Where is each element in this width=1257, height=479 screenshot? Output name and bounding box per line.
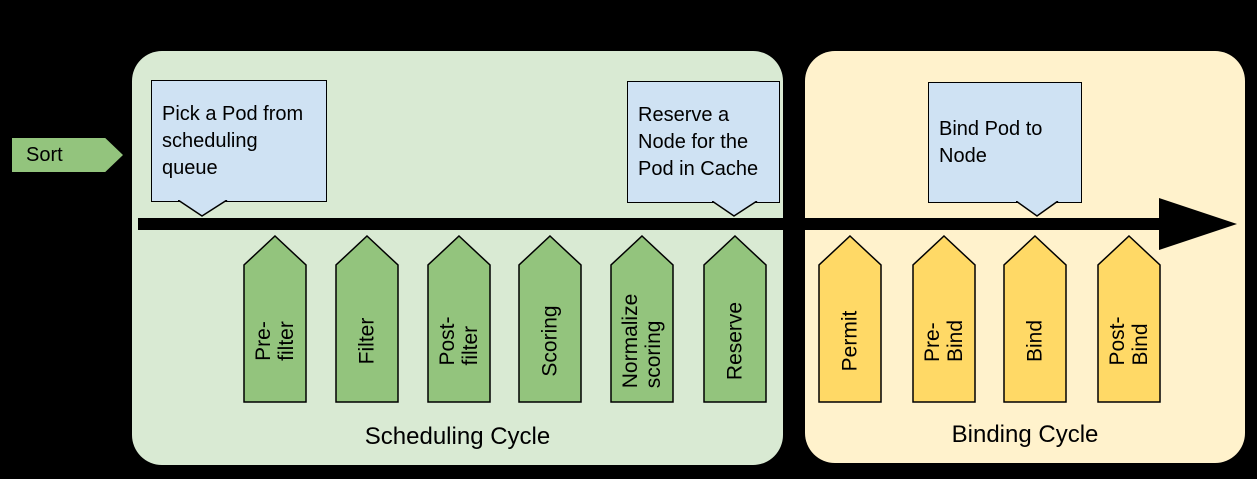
callout-text: Pick a Pod from scheduling queue <box>162 102 304 179</box>
up-arrow-shape-icon <box>1003 235 1067 403</box>
extension-point-normalize-scoring: Normalize scoring <box>610 235 674 403</box>
extension-point-label: Pre-Bind <box>921 319 967 363</box>
callout-reserve-node: Reserve a Node for the Pod in Cache <box>627 81 780 203</box>
extension-point-label: Filter <box>355 317 379 365</box>
extension-point-scoring: Scoring <box>518 235 582 403</box>
timeline-arrow-shaft <box>138 218 1160 230</box>
callout-tail-icon <box>178 200 228 217</box>
extension-point-pre-filter: Pre-filter <box>243 235 307 403</box>
timeline-arrowhead-icon <box>1159 198 1237 250</box>
sort-arrow: Sort <box>12 138 123 172</box>
extension-point-reserve: Reserve <box>703 235 767 403</box>
extension-point-label: Post-Bind <box>1106 316 1152 366</box>
callout-text: Bind Pod to Node <box>939 117 1043 167</box>
up-arrow-shape-icon <box>427 235 491 403</box>
extension-point-label: Bind <box>1023 319 1047 363</box>
extension-point-post-bind: Post-Bind <box>1097 235 1161 403</box>
up-arrow-shape-icon <box>335 235 399 403</box>
extension-point-filter: Filter <box>335 235 399 403</box>
up-arrow-shape-icon <box>1097 235 1161 403</box>
up-arrow-shape-icon <box>518 235 582 403</box>
callout-pick-pod: Pick a Pod from scheduling queue <box>151 80 327 202</box>
up-arrow-shape-icon <box>912 235 976 403</box>
up-arrow-shape-icon <box>818 235 882 403</box>
extension-point-bind: Bind <box>1003 235 1067 403</box>
sort-arrow-label: Sort <box>26 143 63 166</box>
binding-cycle-label: Binding Cycle <box>951 421 1099 448</box>
up-arrow-shape-icon <box>243 235 307 403</box>
extension-point-label: Permit <box>838 310 862 372</box>
callout-bind-pod: Bind Pod to Node <box>928 82 1082 203</box>
extension-point-label: Post-filter <box>436 316 482 366</box>
extension-point-label: Scoring <box>538 305 562 377</box>
extension-point-pre-bind: Pre-Bind <box>912 235 976 403</box>
callout-tail-icon <box>712 201 758 217</box>
callout-text: Reserve a Node for the Pod in Cache <box>638 103 759 180</box>
extension-point-label: Normalize scoring <box>619 293 665 389</box>
extension-point-post-filter: Post-filter <box>427 235 491 403</box>
up-arrow-shape-icon <box>703 235 767 403</box>
callout-tail-icon <box>1016 201 1059 217</box>
up-arrow-shape-icon <box>610 235 674 403</box>
extension-point-label: Reserve <box>723 301 747 381</box>
scheduling-cycle-label: Scheduling Cycle <box>364 423 551 450</box>
extension-point-label: Pre-filter <box>252 321 298 361</box>
extension-point-permit: Permit <box>818 235 882 403</box>
